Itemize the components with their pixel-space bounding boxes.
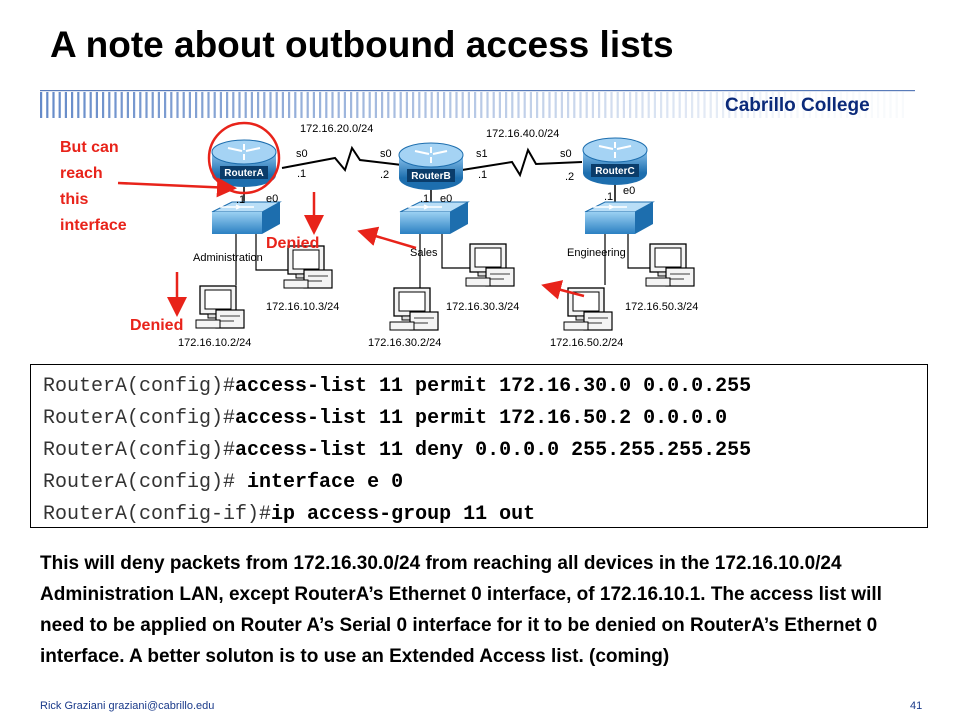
- brand-logo-text: Cabrillo College: [725, 95, 870, 116]
- explanation-text: This will deny packets from 172.16.30.0/…: [40, 553, 882, 667]
- annotation-denied-2: Denied: [130, 317, 183, 334]
- host-label: 172.16.10.2/24: [178, 337, 251, 349]
- host-label: 172.16.10.3/24: [266, 301, 339, 313]
- footer-author: Rick Graziani graziani@cabrillo.edu: [40, 700, 215, 712]
- routerb-s1-ip: .1: [478, 169, 487, 181]
- annotation-line: But can: [60, 139, 119, 156]
- serial-link-a-b: [281, 145, 403, 173]
- config-command: interface e 0: [247, 471, 404, 494]
- routera-s0-label: s0: [296, 148, 308, 160]
- lan-label-sales: Sales: [410, 247, 438, 259]
- config-prompt: RouterA(config)#: [43, 471, 248, 494]
- routerc-e0-label: e0: [623, 185, 635, 197]
- config-line: RouterA(config)#access-list 11 permit 17…: [43, 375, 751, 398]
- router-a-label: RouterA: [224, 168, 263, 179]
- router-c-icon: RouterC: [582, 137, 648, 185]
- network-label-a-b: 172.16.20.0/24: [300, 123, 373, 135]
- config-line: RouterA(config-if)#ip access-group 11 ou…: [43, 503, 535, 526]
- host-label: 172.16.30.3/24: [446, 301, 519, 313]
- routerb-s0-ip: .2: [380, 169, 389, 181]
- host-label: 172.16.30.2/24: [368, 337, 441, 349]
- arrow-reach-interface: [117, 177, 237, 198]
- workstation-icon: [283, 245, 333, 289]
- annotation-line: interface: [60, 217, 127, 234]
- workstation-icon: [465, 243, 515, 287]
- annotation-but-can-reach: But can reach this interface: [60, 139, 127, 234]
- routerb-e0-label: e0: [440, 193, 452, 205]
- slide-title: A note about outbound access lists: [50, 24, 674, 65]
- annotation-line: this: [60, 191, 89, 208]
- config-prompt: RouterA(config)#: [43, 407, 236, 430]
- router-b-icon: RouterB: [398, 142, 464, 190]
- routera-e0-label: e0: [266, 193, 278, 205]
- config-prompt: RouterA(config-if)#: [43, 503, 272, 526]
- routera-s0-ip: .1: [297, 168, 306, 180]
- routerb-s0-label: s0: [380, 148, 392, 160]
- serial-link-b-c: [461, 147, 583, 178]
- config-line: RouterA(config)#access-list 11 permit 17…: [43, 407, 727, 430]
- arrow-engineering-traffic: [541, 280, 585, 300]
- host-label: 172.16.50.2/24: [550, 337, 623, 349]
- host-label: 172.16.50.3/24: [625, 301, 698, 313]
- workstation-icon: [389, 287, 439, 331]
- lan-cabling: [235, 232, 652, 290]
- routera-e0-ip: .1: [236, 194, 245, 206]
- routerc-e0-ip: .1: [604, 191, 613, 203]
- arrow-sales-traffic: [357, 226, 417, 250]
- workstation-icon: [195, 285, 245, 329]
- router-config-box: RouterA(config)#access-list 11 permit 17…: [30, 364, 928, 528]
- lan-label-engineering: Engineering: [567, 247, 626, 259]
- switch-admin-icon: [211, 201, 282, 234]
- network-diagram: RouterA RouterB RouterC 172: [60, 121, 698, 349]
- routerb-s1-label: s1: [476, 148, 488, 160]
- config-prompt: RouterA(config)#: [43, 439, 236, 462]
- workstation-icon: [645, 243, 695, 287]
- config-line: RouterA(config)#access-list 11 deny 0.0.…: [43, 439, 751, 462]
- switch-engineering-icon: [584, 201, 655, 234]
- routerb-e0-ip: .1: [420, 193, 429, 205]
- config-command: access-list 11 permit 172.16.50.2 0.0.0.…: [235, 407, 728, 430]
- routera-highlight-circle: [207, 121, 281, 195]
- annotation-line: reach: [60, 165, 103, 182]
- config-command: ip access-group 11 out: [271, 503, 536, 526]
- routerc-s0-label: s0: [560, 148, 572, 160]
- decorative-stripe-bar: [40, 90, 915, 118]
- lan-label-administration: Administration: [193, 252, 263, 264]
- config-line: RouterA(config)# interface e 0: [43, 471, 403, 494]
- page-number: 41: [910, 700, 923, 712]
- router-b-label: RouterB: [411, 171, 450, 182]
- switch-sales-icon: [399, 201, 470, 234]
- annotation-denied-1: Denied: [266, 235, 319, 252]
- config-command: access-list 11 deny 0.0.0.0 255.255.255.…: [235, 439, 752, 462]
- router-a-icon: RouterA: [211, 139, 277, 187]
- router-c-label: RouterC: [595, 166, 634, 177]
- routerc-s0-ip: .2: [565, 171, 574, 183]
- config-command: access-list 11 permit 172.16.30.0 0.0.0.…: [235, 375, 752, 398]
- workstation-icon: [563, 287, 613, 331]
- network-label-b-c: 172.16.40.0/24: [486, 128, 559, 140]
- config-prompt: RouterA(config)#: [43, 375, 236, 398]
